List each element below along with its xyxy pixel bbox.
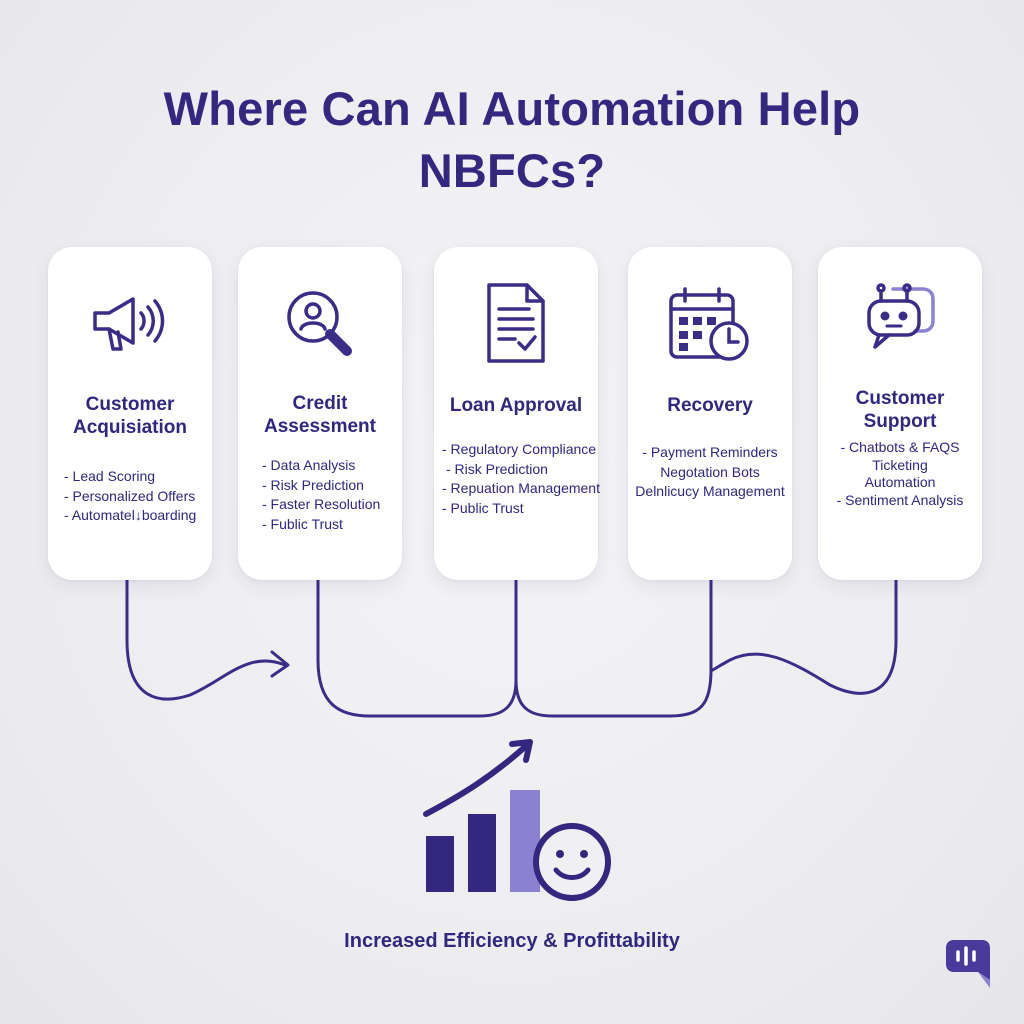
list-item: - Lead Scoring: [64, 468, 156, 484]
list-item: - Fublic Trust: [262, 515, 343, 532]
outcome-label: Increased Efficiency & Profittability: [344, 930, 680, 952]
list-item: - Data Analysis: [262, 457, 356, 473]
list-item: Ticketing: [872, 456, 928, 473]
card-items: - Chatbots & FAQS Ticketing Automation -…: [818, 439, 982, 509]
card-title: Customer Support: [855, 388, 945, 432]
chatbot-icon: [818, 283, 982, 365]
list-item: - Personalized Offers: [64, 487, 196, 504]
card-loan-approval: Loan Approval - Regulatory Compliance - …: [434, 247, 600, 580]
card-title: Credit Assessment: [264, 393, 376, 437]
list-item: - Automatel↓boarding: [64, 507, 197, 523]
list-item: - Repuation Management: [442, 480, 600, 496]
list-item: - Regulatory Compliance: [442, 441, 597, 457]
card-items: - Lead Scoring - Personalized Offers - A…: [48, 467, 228, 526]
card-title: Loan Approval: [449, 395, 583, 416]
growth-chart-smiley-icon: [420, 738, 620, 913]
card-title: Customer Acquisiation: [72, 394, 187, 438]
title-line-2: NBFCs?: [418, 144, 606, 197]
calendar-clock-icon: [628, 285, 792, 365]
connector-arrowhead: [270, 650, 290, 678]
list-item: - Faster Resolution: [262, 496, 381, 512]
list-item: Automation: [864, 474, 936, 490]
card-items: - Data Analysis - Risk Prediction - Fast…: [238, 456, 426, 534]
document-check-icon: [434, 283, 598, 365]
list-item: Delnlicucy Management: [635, 483, 785, 499]
list-item: - Sentiment Analysis: [836, 491, 964, 508]
list-item: Negotation Bots: [660, 463, 760, 480]
page-title: Where Can AI Automation Help NBFCs?: [0, 78, 1024, 202]
title-line-1: Where Can AI Automation Help: [163, 82, 861, 135]
card-customer-support: Customer Support - Chatbots & FAQS Ticke…: [818, 247, 982, 580]
connector-customer-support: [709, 578, 898, 695]
speech-bubble-logo-icon: [944, 936, 992, 997]
list-item: - Chatbots & FAQS: [840, 439, 960, 455]
magnifier-person-icon: [238, 285, 402, 365]
card-items: - Regulatory Compliance - Risk Predictio…: [434, 440, 606, 518]
list-item: - Risk Prediction: [446, 460, 548, 477]
card-recovery: Recovery - Payment Reminders Negotation …: [628, 247, 792, 580]
list-item: - Public Trust: [442, 499, 524, 516]
megaphone-icon: [48, 285, 212, 365]
connector-credit-assessment: [316, 578, 518, 718]
list-item: - Risk Prediction: [262, 476, 364, 493]
connector-customer-acquisition: [125, 578, 287, 701]
connector-loan-approval: [514, 578, 713, 718]
card-items: - Payment Reminders Negotation Bots Deln…: [628, 443, 792, 502]
list-item: - Payment Reminders: [642, 444, 778, 460]
card-customer-acquisition: Customer Acquisiation - Lead Scoring - P…: [48, 247, 212, 580]
card-title: Recovery: [667, 395, 753, 416]
card-credit-assessment: Credit Assessment - Data Analysis - Risk…: [238, 247, 402, 580]
